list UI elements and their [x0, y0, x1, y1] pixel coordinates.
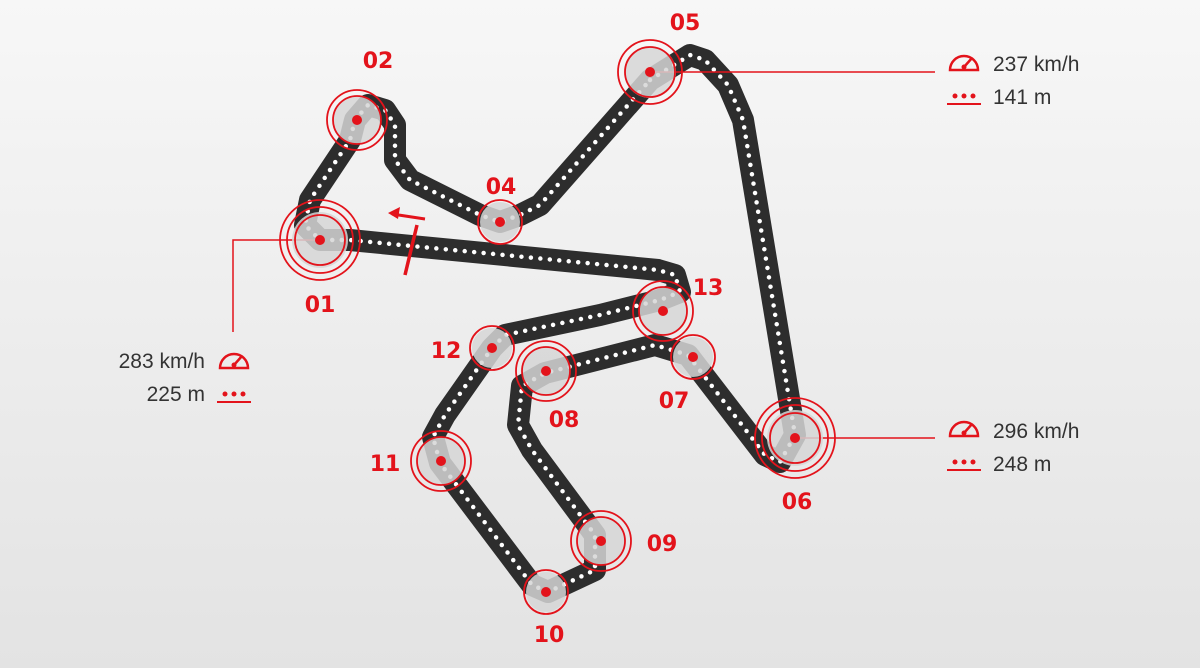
turn-label-12: 12: [431, 339, 462, 364]
corner-t04[interactable]: [477, 199, 523, 245]
turn-label-11: 11: [370, 452, 401, 477]
speedometer-icon: [218, 352, 250, 370]
corner-t12[interactable]: [469, 325, 515, 371]
corner-t01[interactable]: [279, 199, 361, 281]
turn-label-04: 04: [486, 175, 517, 200]
braking-info-t01: 283 km/h 225 m: [119, 350, 251, 406]
braking-speed-t01: 283 km/h: [119, 350, 205, 373]
corner-t13[interactable]: [632, 280, 694, 342]
track-surface: [294, 44, 806, 603]
turn-label-05: 05: [670, 11, 701, 36]
speedometer-icon: [948, 54, 980, 72]
corner-t07[interactable]: [670, 334, 716, 380]
braking-speed-t05: 237 km/h: [993, 53, 1079, 76]
turn-label-07: 07: [659, 389, 690, 414]
start-finish: [388, 207, 426, 276]
turn-label-10: 10: [534, 623, 565, 648]
braking-distance-icon: [947, 93, 981, 105]
corner-t09[interactable]: [570, 510, 632, 572]
braking-speed-t06: 296 km/h: [993, 420, 1079, 443]
braking-distance-icon: [947, 459, 981, 471]
braking-info-t06: 296 km/h 248 m: [947, 420, 1079, 476]
turn-label-01: 01: [305, 293, 336, 318]
corner-t02[interactable]: [326, 89, 388, 151]
turn-labels: 01 02 04 05 06 07 08 09 10 11 12 13: [305, 11, 813, 648]
corner-t05[interactable]: [617, 39, 683, 105]
turn-label-08: 08: [549, 408, 580, 433]
braking-distance-t05: 141 m: [993, 86, 1051, 109]
corner-t11[interactable]: [410, 430, 472, 492]
corner-markers: [279, 39, 836, 615]
braking-distance-t06: 248 m: [993, 453, 1051, 476]
turn-label-13: 13: [693, 276, 724, 301]
start-finish-line: [403, 224, 419, 276]
speedometer-icon: [948, 420, 980, 438]
braking-distance-icon: [217, 391, 251, 403]
braking-info-t05: 237 km/h 141 m: [947, 53, 1079, 109]
corner-t06[interactable]: [754, 397, 836, 479]
turn-label-09: 09: [647, 532, 678, 557]
turn-label-06: 06: [782, 490, 813, 515]
corner-t10[interactable]: [523, 569, 569, 615]
direction-arrow-icon: [388, 207, 426, 221]
leader-line-t01: [232, 239, 320, 332]
corner-t08[interactable]: [515, 340, 577, 402]
turn-label-02: 02: [363, 49, 394, 74]
braking-distance-t01: 225 m: [147, 383, 205, 406]
track: [294, 44, 806, 603]
